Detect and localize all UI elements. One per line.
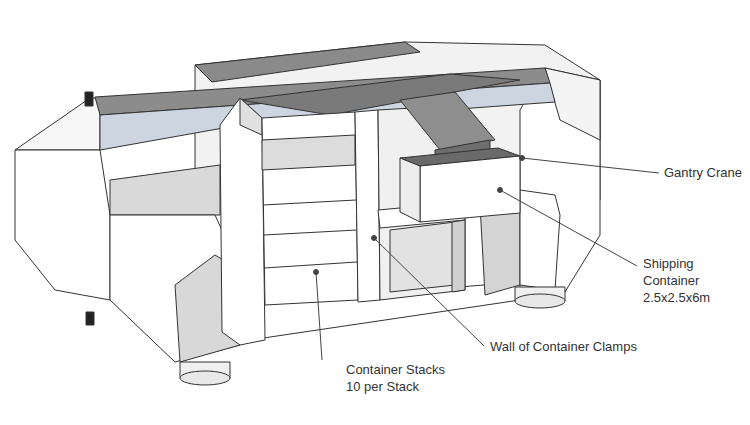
callout-label: Shipping Container 2.5x2.5x6m [643,255,719,306]
rail-clamp [85,92,93,106]
foot [515,294,565,308]
leader-dot [372,236,377,241]
container-front [420,156,520,222]
clamp-wall [355,110,380,302]
left-end-front [15,150,110,300]
gantry-bridge [195,42,420,82]
right-bay-post [452,220,465,292]
stack-top-band [262,135,355,170]
leader-line [522,158,659,173]
stack-line [263,200,356,205]
left-pillar [220,98,265,345]
callout-label: Wall of Container Clamps [490,338,637,355]
foot [180,371,230,385]
gantry-bridge-lower [240,74,520,115]
right-lower-front [520,190,560,290]
rail-clamp [86,312,94,325]
leader-line [316,272,322,360]
left-lower-front [110,215,240,362]
stack-line [264,262,357,268]
callout-label: Container Stacks 10 per Stack [346,361,456,395]
leader-line [500,190,637,266]
left-pillar-facet [240,98,262,135]
leader-dot [520,156,525,161]
leader-dot [498,188,503,193]
container-stack [262,112,358,305]
stack-line [264,230,357,235]
right-bay-back [390,222,455,292]
left-lower-block [110,165,220,215]
leader-dot [314,270,319,275]
leader-line [374,238,484,346]
container-end [400,158,420,222]
right-end-facet [545,68,600,140]
callout-label: Gantry Crane [664,164,742,181]
